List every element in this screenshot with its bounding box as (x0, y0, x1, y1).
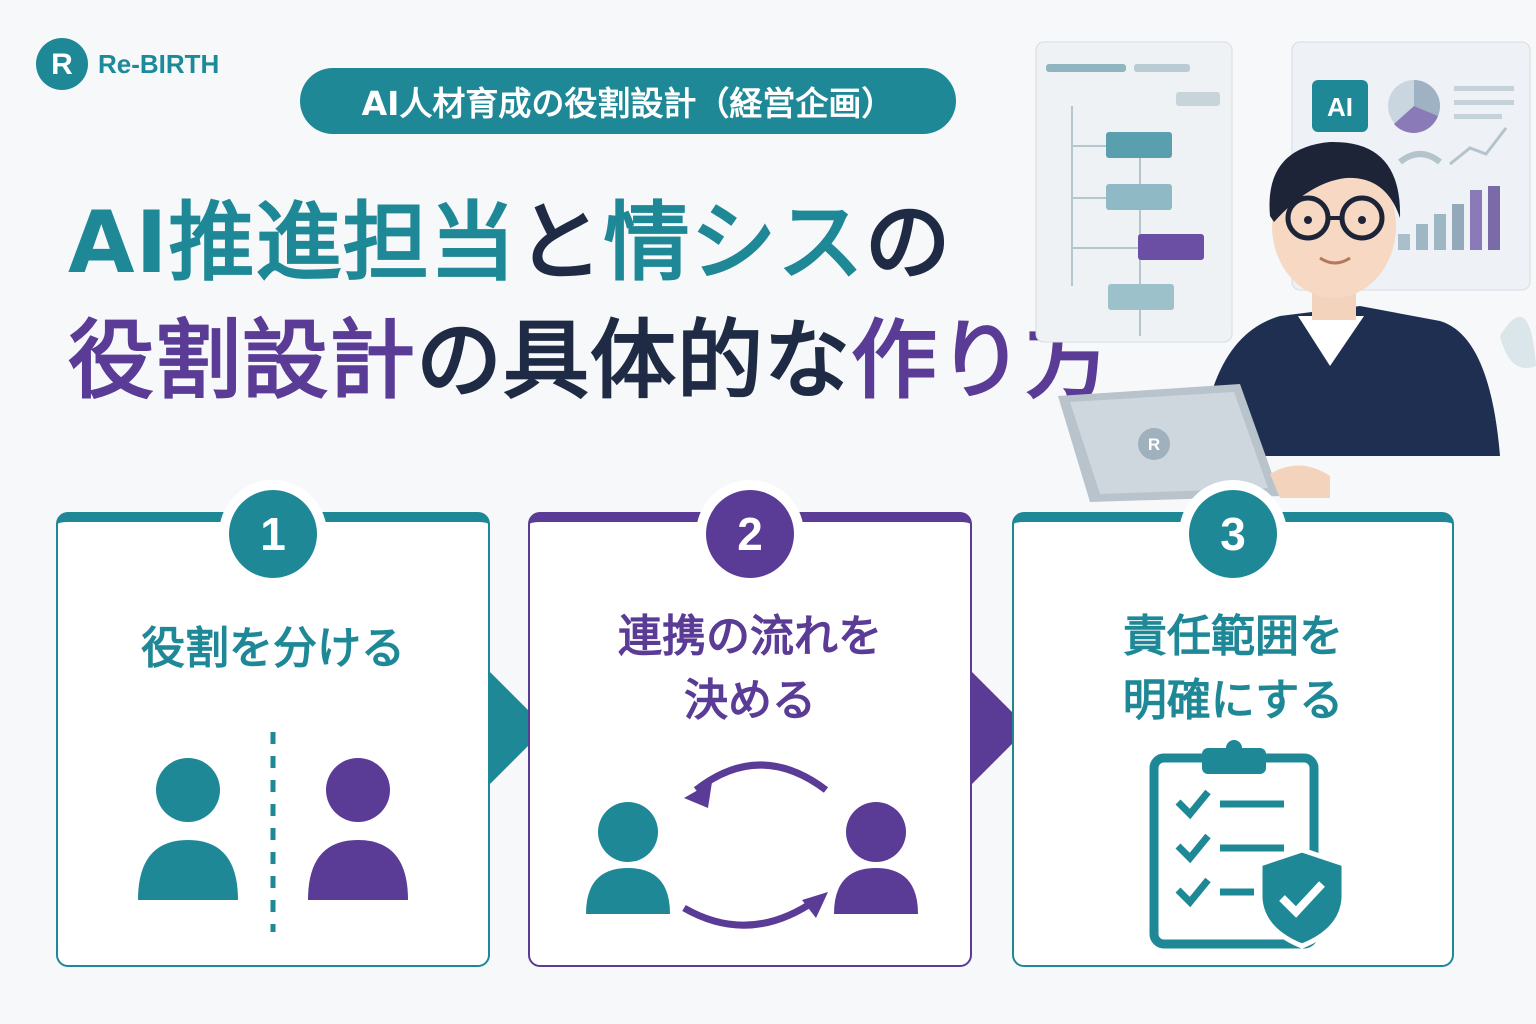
laptop: R (1058, 384, 1330, 502)
two-people-divided-icon (138, 732, 408, 932)
step-card-1: 1 役割を分ける (56, 480, 490, 967)
headline-part: 役割設計 (68, 311, 416, 411)
headline-part: の具体的な (416, 311, 851, 411)
step-number-badge: 1 (219, 480, 327, 588)
ai-badge-text: AI (1327, 92, 1353, 122)
laptop-logo-text: R (1148, 435, 1160, 454)
headline-part: の (864, 193, 952, 293)
step-title: 決める (684, 675, 816, 726)
headline-part: と (516, 193, 604, 293)
headline-part: AI推進担当 (68, 193, 517, 293)
rebirth-logo-icon: R (36, 38, 88, 90)
headline-part: 情シス (603, 193, 865, 293)
step-title: 連携の流れを (618, 611, 882, 662)
step-card-3: 3 責任範囲を 明確にする (1012, 480, 1454, 967)
clipboard-shield-icon (1149, 740, 1347, 949)
person-figure (1200, 141, 1500, 456)
brand-name: Re-BIRTH (98, 48, 220, 79)
person-at-laptop-illustration: AI R (1035, 41, 1536, 502)
flowchart-panel (1035, 41, 1233, 343)
leaf-decoration (1500, 316, 1536, 368)
step-card-2: 2 連携の流れを 決める (528, 480, 972, 967)
svg-text:R: R (51, 48, 73, 81)
two-people-exchange-icon (586, 761, 918, 929)
headline-line-1: AI推進担当と情シスの (68, 200, 952, 286)
brand-logo: R Re-BIRTH (36, 38, 219, 90)
step-title: 役割を分ける (141, 623, 405, 674)
headline-line-2: 役割設計の具体的な作り方 (68, 318, 1112, 404)
step-number-badge: 2 (696, 480, 804, 588)
step-title: 明確にする (1122, 675, 1344, 726)
step-number-badge: 3 (1179, 480, 1287, 588)
category-pill: AI人材育成の役割設計（経営企画） (300, 68, 956, 134)
step-title: 責任範囲を (1123, 611, 1343, 662)
